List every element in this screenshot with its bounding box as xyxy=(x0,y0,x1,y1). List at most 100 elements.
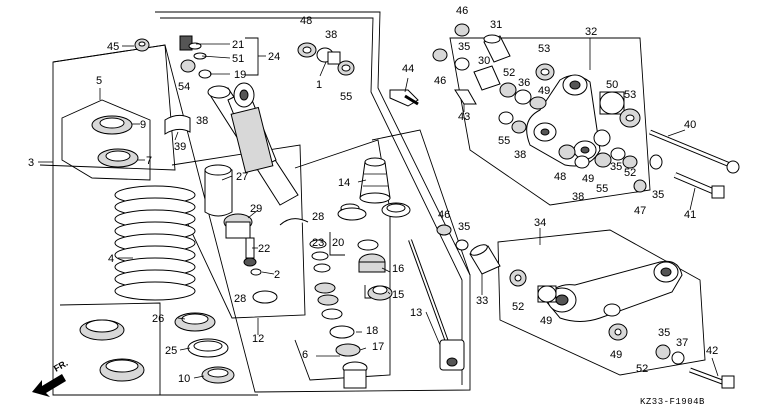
label-35-c: 35 xyxy=(652,189,664,201)
label-9: 9 xyxy=(140,119,146,131)
label-53-b: 53 xyxy=(624,89,636,101)
damper-parts xyxy=(223,213,309,304)
label-2: 2 xyxy=(274,269,280,281)
label-29: 29 xyxy=(250,203,262,215)
label-42: 42 xyxy=(706,345,718,357)
label-38-a: 38 xyxy=(196,115,208,127)
link-top-parts xyxy=(389,23,511,107)
bump-rubber-14 xyxy=(359,157,391,204)
label-26: 26 xyxy=(152,313,164,325)
lock-nut-9 xyxy=(91,115,133,135)
label-35-a: 35 xyxy=(458,41,470,53)
label-18: 18 xyxy=(366,325,378,337)
collar-33 xyxy=(469,244,501,275)
damper-rod-13 xyxy=(408,239,465,371)
label-45: 45 xyxy=(107,41,119,53)
link-32 xyxy=(526,74,601,167)
label-19: 19 xyxy=(234,69,246,81)
spring-seat-left xyxy=(79,319,145,382)
label-46-a: 46 xyxy=(456,5,468,17)
label-46-c: 46 xyxy=(438,209,450,221)
label-49-b: 49 xyxy=(582,173,594,185)
label-24: 24 xyxy=(268,51,280,63)
label-48-b: 48 xyxy=(554,171,566,183)
spring-seat-box xyxy=(61,99,151,181)
top-bushings xyxy=(297,42,355,76)
label-52-b: 52 xyxy=(624,167,636,179)
label-31: 31 xyxy=(490,19,502,31)
label-49-d: 49 xyxy=(610,349,622,361)
bolt-42 xyxy=(689,367,735,389)
arm-bearings xyxy=(509,269,685,365)
label-52-d: 52 xyxy=(636,363,648,375)
label-23: 23 xyxy=(312,237,324,249)
label-48-a: 48 xyxy=(300,15,312,27)
label-36: 36 xyxy=(518,77,530,89)
label-38-d: 38 xyxy=(572,191,584,203)
label-6: 6 xyxy=(302,349,308,361)
label-15: 15 xyxy=(392,289,404,301)
label-30: 30 xyxy=(478,55,490,67)
washer-46-35-mid xyxy=(436,224,469,251)
link-group-boundary xyxy=(449,37,651,206)
arm-34 xyxy=(544,260,683,322)
label-51: 51 xyxy=(232,53,244,65)
label-10: 10 xyxy=(178,373,190,385)
label-35-b: 35 xyxy=(610,161,622,173)
label-49-a: 49 xyxy=(538,85,550,97)
spring-4 xyxy=(114,185,196,301)
lock-nut-7 xyxy=(97,148,139,168)
label-50: 50 xyxy=(606,79,618,91)
label-14: 14 xyxy=(338,177,350,189)
label-55-c: 55 xyxy=(596,183,608,195)
seat-25 xyxy=(187,338,229,358)
seat-26 xyxy=(174,312,216,332)
label-5: 5 xyxy=(96,75,102,87)
shock-assembly-boundary xyxy=(52,11,471,396)
front-direction-indicator: FR. xyxy=(32,358,70,397)
label-1: 1 xyxy=(316,79,322,91)
label-22: 22 xyxy=(258,243,270,255)
label-41: 41 xyxy=(684,209,696,221)
ring-below-14 xyxy=(381,202,411,218)
front-arrow-icon xyxy=(32,374,66,397)
clip-10 xyxy=(201,366,235,384)
label-16: 16 xyxy=(392,263,404,275)
label-4: 4 xyxy=(108,253,114,265)
bolt-41 xyxy=(673,172,725,199)
label-35-d: 35 xyxy=(458,221,470,233)
shock-body xyxy=(207,82,299,206)
label-52-a: 52 xyxy=(503,67,515,79)
label-12: 12 xyxy=(252,333,264,345)
label-40: 40 xyxy=(684,119,696,131)
label-32: 32 xyxy=(585,26,597,38)
spring-group-boundary xyxy=(39,44,176,171)
arm-group-boundary xyxy=(497,229,706,376)
label-54: 54 xyxy=(178,81,190,93)
nut-45 xyxy=(134,38,150,52)
label-34: 34 xyxy=(534,217,546,229)
link-bearings xyxy=(498,63,641,169)
label-37: 37 xyxy=(676,337,688,349)
front-label: FR. xyxy=(52,358,70,374)
label-53-a: 53 xyxy=(538,43,550,55)
label-28-a: 28 xyxy=(234,293,246,305)
label-25: 25 xyxy=(165,345,177,357)
label-27: 27 xyxy=(236,171,248,183)
label-49-c: 49 xyxy=(540,315,552,327)
disc-28 xyxy=(337,207,367,221)
label-38-b: 38 xyxy=(325,29,337,41)
label-17: 17 xyxy=(372,341,384,353)
part-number-labels: 45 5 3 9 7 39 4 54 38 21 51 19 24 48 38 … xyxy=(28,5,718,385)
label-44: 44 xyxy=(402,63,414,75)
label-7: 7 xyxy=(146,155,152,167)
label-52-c: 52 xyxy=(512,301,524,313)
seals-16-15 xyxy=(357,239,393,301)
label-20: 20 xyxy=(332,237,344,249)
label-39: 39 xyxy=(174,141,186,153)
label-43: 43 xyxy=(458,111,470,123)
label-55-a: 55 xyxy=(340,91,352,103)
bolt-40 xyxy=(649,129,740,174)
label-13: 13 xyxy=(410,307,422,319)
